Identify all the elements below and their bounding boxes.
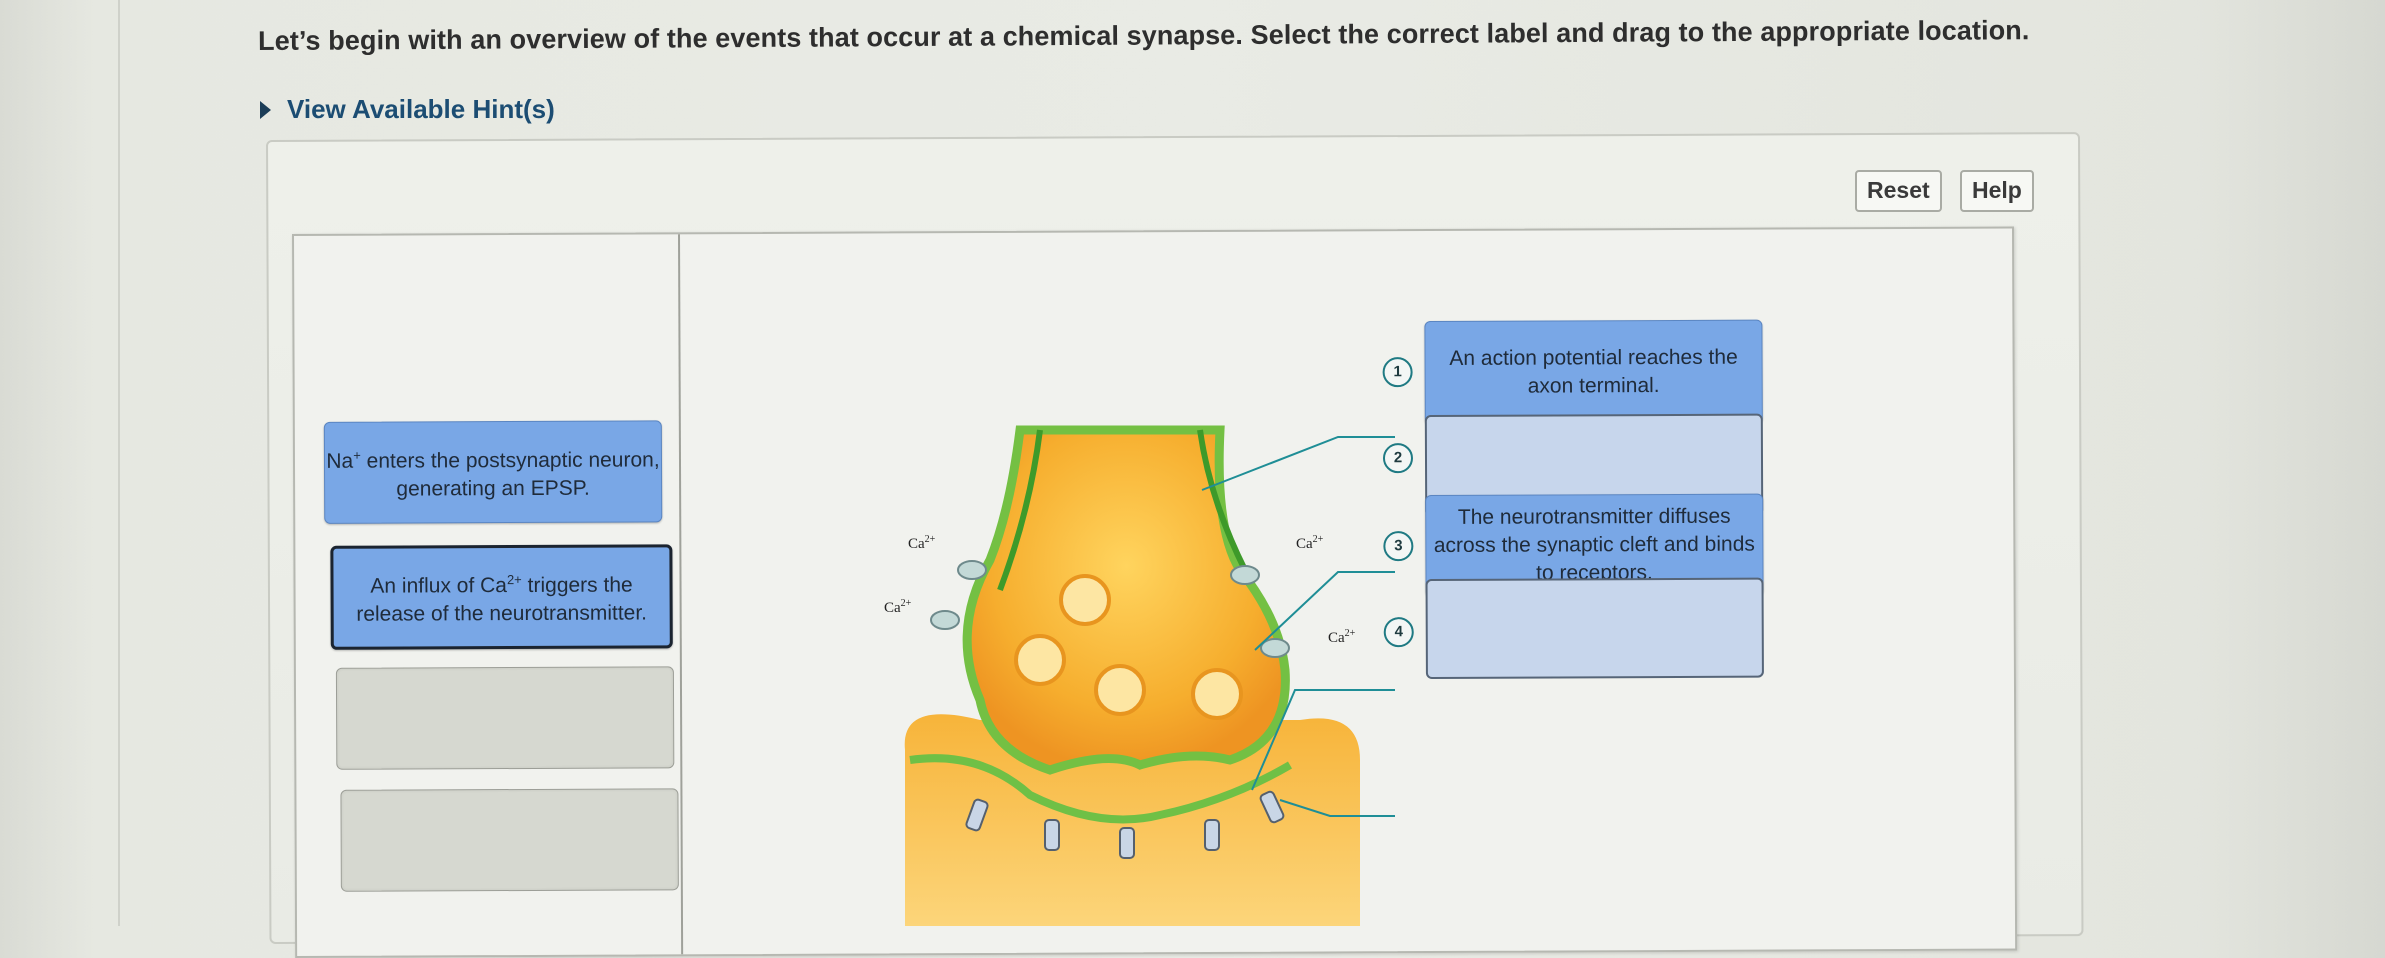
label-tile-na-epsp[interactable]: Na+ enters the postsynaptic neuron, gene… xyxy=(323,420,663,524)
label-tile-text: An influx of Ca2+ triggers the release o… xyxy=(356,572,648,626)
label-tile-text: Na+ enters the postsynaptic neuron, gene… xyxy=(326,447,660,501)
page-left-border xyxy=(118,0,120,926)
synaptic-vesicles xyxy=(1014,574,1243,720)
calcium-channels xyxy=(930,560,1290,658)
action-potential-arrow xyxy=(997,429,1043,592)
axon-terminal xyxy=(962,425,1290,775)
reset-button[interactable]: Reset xyxy=(1855,170,1942,212)
label-bank-divider xyxy=(678,234,684,955)
action-potential-arrow xyxy=(1197,429,1248,572)
drop-zone-1-text: An action potential reaches the axon ter… xyxy=(1449,345,1738,398)
calcium-ion-label: Ca2+ xyxy=(908,534,936,552)
calcium-ion-label: Ca2+ xyxy=(1296,534,1324,552)
help-button[interactable]: Help xyxy=(1960,170,2034,212)
calcium-ion-label: Ca2+ xyxy=(1328,628,1356,646)
marker-1: 1 xyxy=(1382,357,1413,388)
receptors xyxy=(965,790,1285,859)
view-hints-link[interactable]: View Available Hint(s) xyxy=(260,94,555,125)
question-instruction: Let’s begin with an overview of the even… xyxy=(258,15,2030,56)
drop-zone-1-filled[interactable]: An action potential reaches the axon ter… xyxy=(1424,319,1763,426)
empty-label-slot xyxy=(340,788,679,892)
synapse-diagram: Ca2+ Ca2+ Ca2+ Ca2+ xyxy=(884,425,1395,926)
expand-caret-icon xyxy=(260,100,271,119)
label-tile-calcium-influx[interactable]: An influx of Ca2+ triggers the release o… xyxy=(330,544,673,650)
postsynaptic-membrane xyxy=(909,754,1293,824)
hint-link-label: View Available Hint(s) xyxy=(287,94,555,124)
calcium-ion-label: Ca2+ xyxy=(884,598,912,616)
empty-label-slot xyxy=(335,666,675,770)
drop-zone-4[interactable] xyxy=(1425,577,1764,680)
drop-zone-3-text: The neurotransmitter diffuses across the… xyxy=(1433,504,1755,585)
leader-lines xyxy=(1201,436,1395,817)
